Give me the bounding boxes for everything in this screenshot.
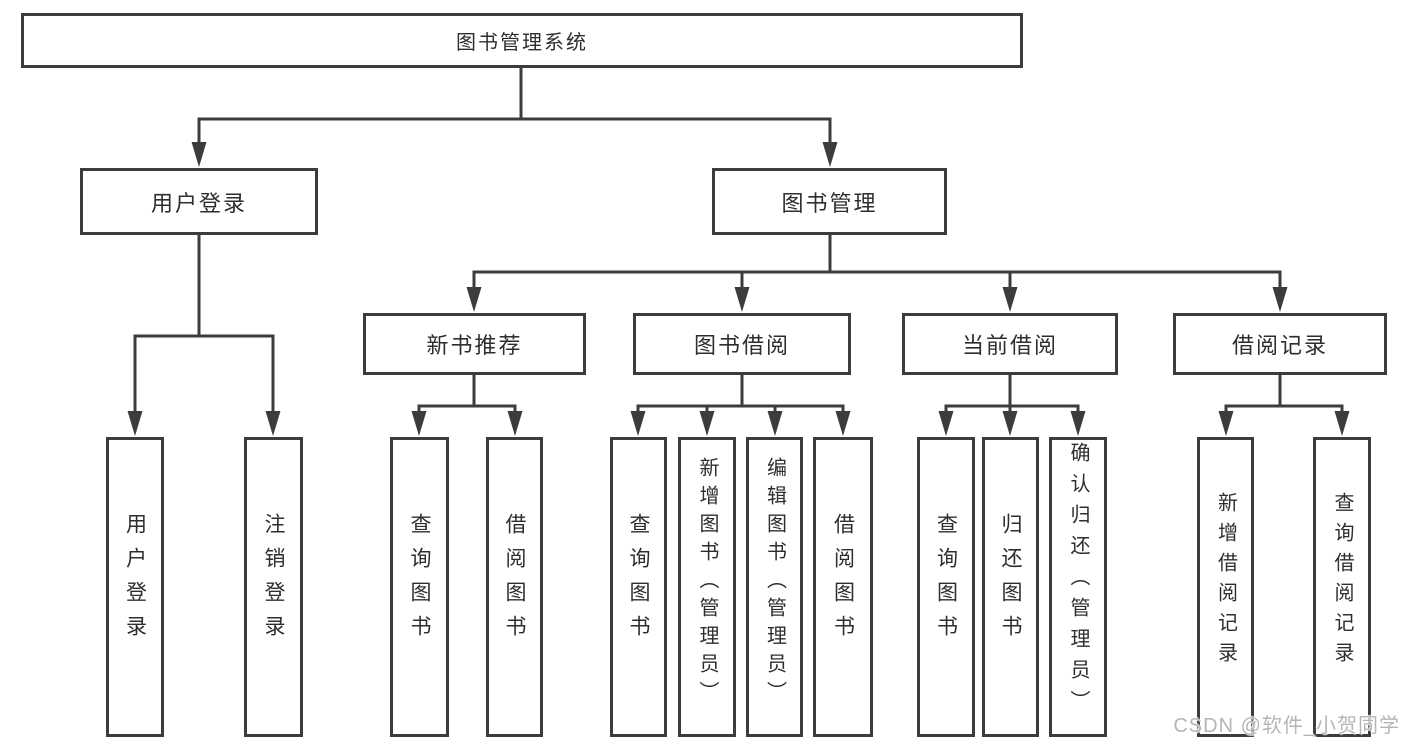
- arrowhead-icon: [191, 142, 207, 167]
- leaf-bb-edit-books-admin: 编辑图书（管理员）: [746, 437, 803, 737]
- leaf-br-query-record-label: 查询借阅记录: [1331, 492, 1353, 672]
- leaf-user-login: 用户登录: [106, 437, 164, 737]
- edge-lines: [133, 68, 1344, 413]
- arrowhead-icon: [822, 142, 838, 167]
- arrowhead-icon: [835, 411, 851, 436]
- node-user-login: 用户登录: [80, 168, 318, 235]
- edge-level3-branch: [472, 270, 1282, 289]
- leaf-nb-query-books-label: 查询图书: [408, 512, 431, 649]
- edge-root-branch: [197, 117, 832, 144]
- leaf-cb-confirm-return-admin-label: 确认归还（管理员）: [1067, 442, 1089, 721]
- arrowhead-icon: [507, 411, 523, 436]
- arrowhead-icon: [630, 411, 646, 436]
- arrowhead-icon: [699, 411, 715, 436]
- arrowhead-icon: [1218, 411, 1234, 436]
- node-book-borrowing: 图书借阅: [633, 313, 851, 375]
- edge-user-login-branch: [133, 334, 275, 413]
- node-current-borrowing: 当前借阅: [902, 313, 1118, 375]
- arrowhead-icon: [938, 411, 954, 436]
- leaf-nb-borrow-books-label: 借阅图书: [503, 512, 526, 649]
- leaf-nb-query-books: 查询图书: [390, 437, 449, 737]
- node-new-book-recommend: 新书推荐: [363, 313, 586, 375]
- node-root: 图书管理系统: [21, 13, 1023, 68]
- arrowhead-icon: [1002, 411, 1018, 436]
- leaf-bb-add-books-admin: 新增图书（管理员）: [678, 437, 736, 737]
- arrowhead-icon: [1070, 411, 1086, 436]
- arrowhead-icon: [767, 411, 783, 436]
- arrowheads: [127, 142, 1350, 436]
- edge-current-borrowing-branch: [944, 404, 1080, 413]
- leaf-bb-edit-books-admin-label: 编辑图书（管理员）: [763, 457, 786, 709]
- leaf-bb-query-books: 查询图书: [610, 437, 667, 737]
- node-book-management: 图书管理: [712, 168, 947, 235]
- arrowhead-icon: [1334, 411, 1350, 436]
- leaf-br-query-record: 查询借阅记录: [1313, 437, 1371, 737]
- arrowhead-icon: [1002, 287, 1018, 312]
- arrowhead-icon: [1272, 287, 1288, 312]
- node-borrow-records: 借阅记录: [1173, 313, 1387, 375]
- leaf-cb-query-books: 查询图书: [917, 437, 975, 737]
- edge-new-book-recommend-branch: [417, 404, 517, 413]
- leaf-br-add-record-label: 新增借阅记录: [1214, 492, 1237, 672]
- leaf-user-login-label: 用户登录: [123, 512, 147, 649]
- leaf-nb-borrow-books: 借阅图书: [486, 437, 543, 737]
- leaf-bb-add-books-admin-label: 新增图书（管理员）: [696, 457, 718, 709]
- edge-book-borrowing-branch: [636, 404, 845, 413]
- arrowhead-icon: [411, 411, 427, 436]
- leaf-bb-borrow-books: 借阅图书: [813, 437, 873, 737]
- leaf-bb-query-books-label: 查询图书: [627, 512, 650, 649]
- edge-borrow-records-branch: [1224, 404, 1344, 413]
- leaf-bb-borrow-books-label: 借阅图书: [831, 512, 855, 649]
- leaf-cb-return-books-label: 归还图书: [999, 512, 1022, 649]
- arrowhead-icon: [265, 411, 281, 436]
- leaf-cb-confirm-return-admin: 确认归还（管理员）: [1049, 437, 1107, 737]
- arrowhead-icon: [734, 287, 750, 312]
- leaf-logout: 注销登录: [244, 437, 303, 737]
- leaf-br-add-record: 新增借阅记录: [1197, 437, 1254, 737]
- leaf-cb-query-books-label: 查询图书: [934, 512, 958, 649]
- arrowhead-icon: [466, 287, 482, 312]
- arrowhead-icon: [127, 411, 143, 436]
- leaf-logout-label: 注销登录: [262, 512, 285, 649]
- leaf-cb-return-books: 归还图书: [982, 437, 1039, 737]
- watermark: CSDN @软件_小贺同学: [1173, 715, 1400, 737]
